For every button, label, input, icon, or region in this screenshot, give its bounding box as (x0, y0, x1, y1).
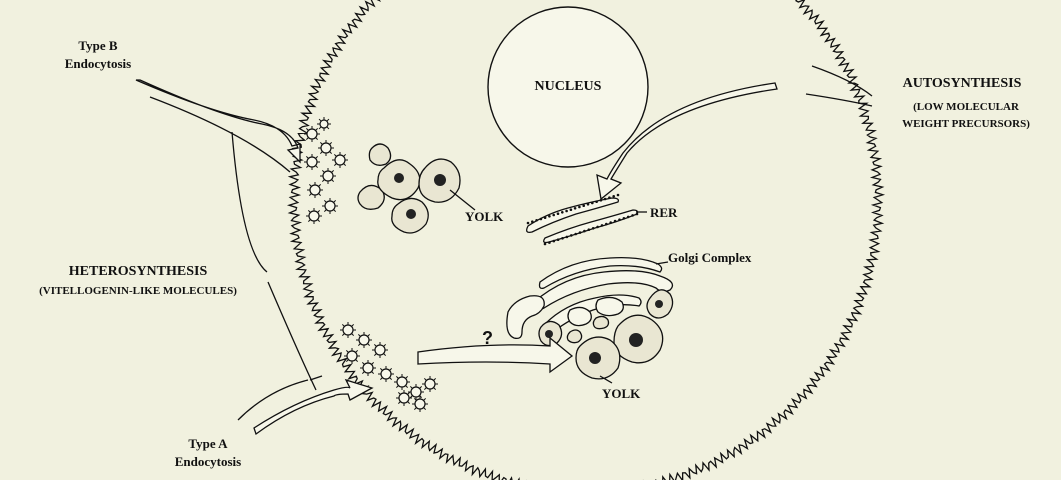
rer-label: RER (650, 205, 678, 220)
autosynthesis-sub2: WEIGHT PRECURSORS) (902, 118, 1030, 130)
nucleus-label: NUCLEUS (535, 79, 602, 94)
type-b-label-line1: Type B (78, 38, 117, 53)
yolk-cluster-upper (358, 144, 460, 233)
type-a-arrow (254, 380, 372, 434)
yolk-label-upper: YOLK (465, 209, 504, 224)
golgi-label: Golgi Complex (668, 250, 752, 265)
heterosynthesis-sub: (VITELLOGENIN-LIKE MOLECULES) (39, 285, 237, 297)
microvilli-cluster-lower (340, 322, 438, 412)
heterosynthesis-label: HETEROSYNTHESIS (69, 264, 208, 279)
rer (527, 194, 639, 246)
yolk-label-lower: YOLK (602, 386, 641, 401)
microvilli-cluster-upper (304, 117, 348, 224)
autosynthesis-label: AUTOSYNTHESIS (903, 76, 1022, 91)
question-mark: ? (482, 328, 493, 348)
type-b-arrow (136, 80, 300, 162)
type-a-label-line2: Endocytosis (175, 454, 241, 469)
type-b-label-line2: Endocytosis (65, 56, 131, 71)
autosynthesis-sub1: (LOW MOLECULAR (913, 101, 1020, 113)
type-a-label-line1: Type A (188, 436, 228, 451)
